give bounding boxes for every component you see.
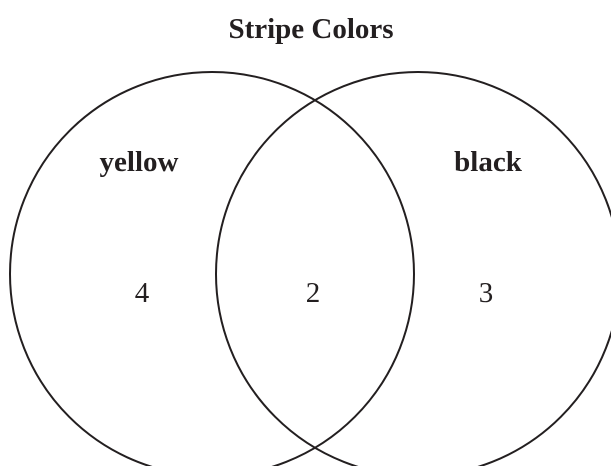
circle-yellow: [9, 71, 415, 466]
set-label-black: black: [454, 146, 523, 178]
set-label-yellow: yellow: [100, 146, 179, 178]
count-yellow-only: 4: [135, 277, 150, 309]
count-intersection: 2: [306, 277, 321, 309]
circle-black: [215, 71, 611, 466]
diagram-title: Stripe Colors: [228, 13, 393, 45]
count-black-only: 3: [479, 277, 494, 309]
